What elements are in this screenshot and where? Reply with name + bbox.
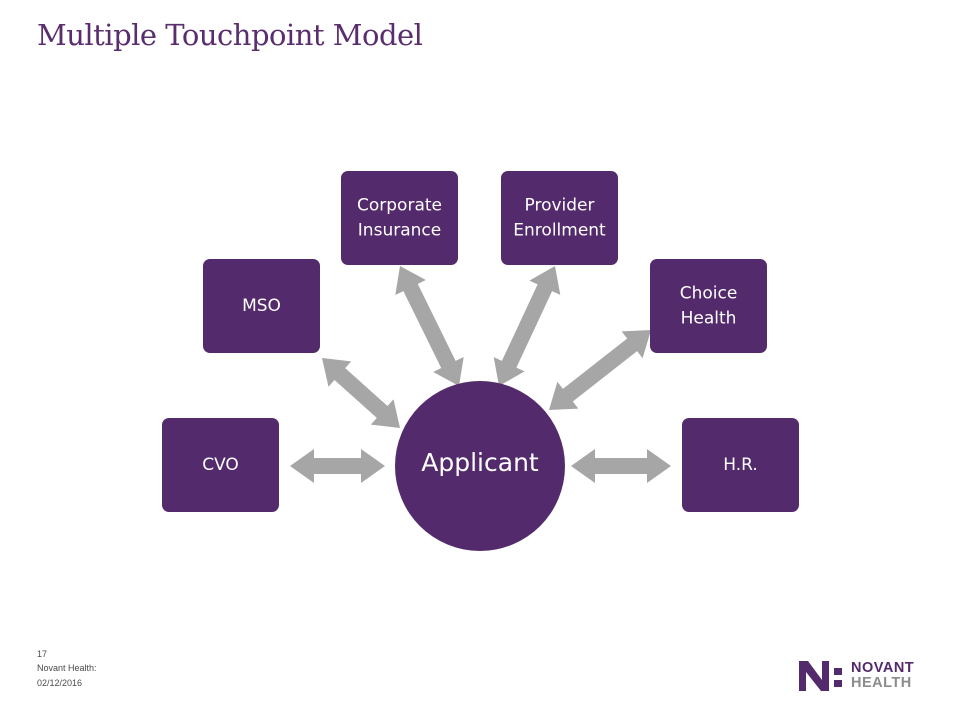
- novant-health-logo: NOVANT HEALTH: [797, 659, 927, 693]
- arrow-choice-health: [549, 330, 651, 410]
- hub-label: Applicant: [421, 448, 539, 477]
- node-label: MSO: [242, 296, 281, 316]
- node-box: [650, 259, 767, 353]
- node-hr: H.R.: [682, 418, 799, 512]
- hub-circle: [395, 381, 565, 551]
- node-box: [203, 259, 320, 353]
- page-number: 17: [37, 649, 48, 659]
- logo-line1: NOVANT: [851, 660, 915, 676]
- node-label: CVO: [202, 455, 239, 475]
- arrow-hr: [571, 449, 671, 483]
- footer-org: Novant Health:: [37, 663, 97, 673]
- logo-line2: HEALTH: [851, 675, 912, 691]
- arrow-cvo: [290, 449, 385, 483]
- arrow-provider-enrollment: [493, 266, 561, 386]
- node-box: [682, 418, 799, 512]
- n-logo-icon: [799, 661, 842, 691]
- slide-title: Multiple Touchpoint Model: [37, 18, 423, 52]
- node-label: H.R.: [723, 455, 758, 475]
- node-box: [162, 418, 279, 512]
- footer-date: 02/12/2016: [37, 678, 83, 688]
- arrow-corporate-insurance: [395, 266, 464, 386]
- node-box: [341, 171, 458, 265]
- hub-applicant: Applicant: [395, 381, 565, 551]
- node-cvo: CVO: [162, 418, 279, 512]
- arrow-mso: [322, 358, 400, 428]
- node-mso: MSO: [203, 259, 320, 353]
- node-box: [501, 171, 618, 265]
